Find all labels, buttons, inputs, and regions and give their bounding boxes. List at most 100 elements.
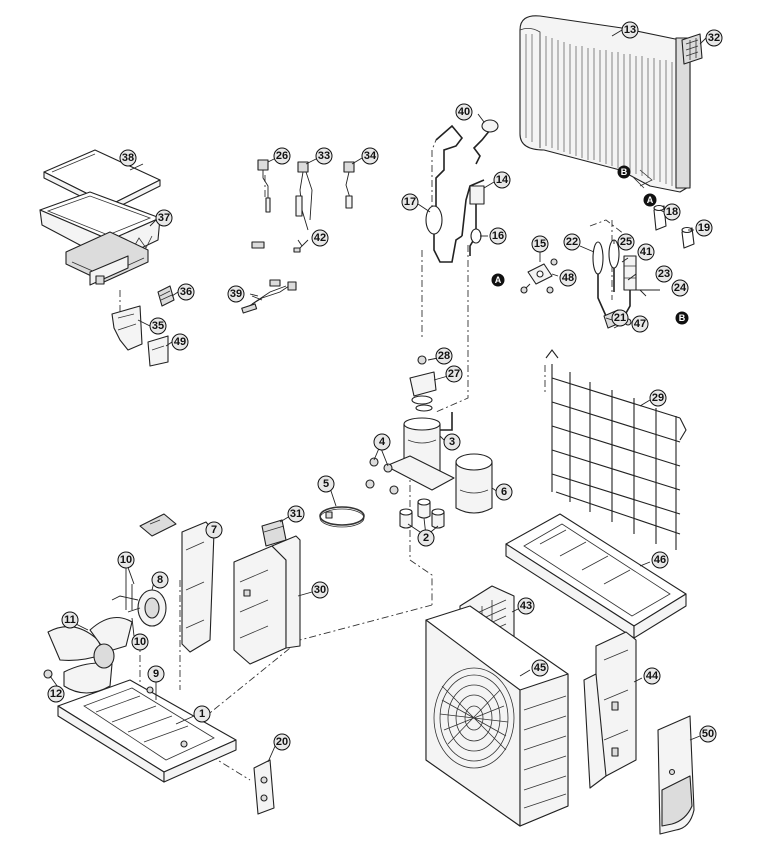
ref-marker-b-coil: B (617, 165, 631, 179)
callout-24: 24 (671, 279, 689, 297)
svg-text:30: 30 (314, 584, 326, 596)
bracket-parts (111, 285, 175, 367)
svg-text:16: 16 (492, 230, 504, 242)
callout-19: 19 (695, 219, 713, 237)
callout-8: 8 (151, 571, 169, 589)
callout-20: 20 (273, 733, 291, 751)
svg-text:17: 17 (404, 196, 416, 208)
callout-10a: 10 (117, 551, 135, 569)
callout-1: 1 (193, 705, 211, 723)
svg-text:B: B (679, 313, 686, 323)
svg-text:22: 22 (566, 236, 578, 248)
callout-50: 50 (699, 725, 717, 743)
callout-28: 28 (435, 347, 453, 365)
callout-38: 38 (119, 149, 137, 167)
callout-30: 30 (311, 581, 329, 599)
svg-text:10: 10 (134, 636, 146, 648)
band-5 (319, 506, 365, 528)
valve-15-48 (520, 258, 558, 294)
svg-text:15: 15 (534, 238, 546, 250)
svg-text:5: 5 (323, 478, 329, 490)
svg-text:46: 46 (654, 554, 666, 566)
callout-11: 11 (61, 611, 79, 629)
callout-34: 34 (361, 147, 379, 165)
sensor-parts (241, 159, 355, 314)
svg-text:B: B (621, 167, 628, 177)
callout-32: 32 (705, 29, 723, 47)
svg-text:31: 31 (290, 508, 302, 520)
svg-text:A: A (495, 275, 502, 285)
top-panel-46 (505, 513, 687, 639)
callout-3: 3 (443, 433, 461, 451)
bracket-20 (253, 759, 275, 815)
reference-markers: A A B B (491, 165, 689, 325)
sound-jacket-6 (455, 453, 493, 514)
callout-33: 33 (315, 147, 333, 165)
ref-marker-a-coil: A (643, 193, 657, 207)
partition-30 (233, 535, 301, 665)
svg-text:18: 18 (666, 206, 678, 218)
svg-text:27: 27 (448, 368, 460, 380)
base-pan-1 (57, 679, 237, 783)
svg-text:44: 44 (646, 670, 659, 682)
motor-support-7 (139, 513, 215, 653)
callout-31: 31 (287, 505, 305, 523)
callout-48: 48 (559, 269, 577, 287)
svg-text:34: 34 (364, 150, 377, 162)
svg-text:19: 19 (698, 222, 710, 234)
svg-text:6: 6 (501, 486, 507, 498)
callout-29: 29 (649, 389, 667, 407)
control-box-37 (39, 191, 161, 286)
callout-40: 40 (455, 103, 473, 121)
svg-text:8: 8 (157, 574, 163, 586)
callout-17: 17 (401, 193, 419, 211)
svg-text:29: 29 (652, 392, 664, 404)
callout-49: 49 (171, 333, 189, 351)
svg-text:39: 39 (230, 288, 242, 300)
coil-fins (525, 34, 685, 188)
svg-text:36: 36 (180, 286, 192, 298)
callout-18: 18 (663, 203, 681, 221)
callout-41: 41 (637, 243, 655, 261)
svg-text:42: 42 (314, 232, 326, 244)
svg-text:40: 40 (458, 106, 470, 118)
svg-text:32: 32 (708, 32, 720, 44)
callout-36: 36 (177, 283, 195, 301)
callout-9: 9 (147, 665, 165, 683)
callout-27: 27 (445, 365, 463, 383)
ref-marker-a-valve: A (491, 273, 505, 287)
svg-text:49: 49 (174, 336, 186, 348)
callout-45: 45 (531, 659, 549, 677)
handle-cover-50 (657, 715, 695, 835)
svg-text:13: 13 (624, 24, 636, 36)
accumulator-parts (409, 355, 437, 412)
svg-text:3: 3 (449, 436, 455, 448)
callout-14: 14 (493, 171, 511, 189)
callout-43: 43 (517, 597, 535, 615)
callout-46: 46 (651, 551, 669, 569)
callout-37: 37 (155, 209, 173, 227)
svg-text:20: 20 (276, 736, 288, 748)
callout-13: 13 (621, 21, 639, 39)
callout-4: 4 (373, 433, 391, 451)
callout-7: 7 (205, 521, 223, 539)
callout-5: 5 (317, 475, 335, 493)
svg-text:24: 24 (674, 282, 687, 294)
svg-text:12: 12 (50, 688, 62, 700)
fan-grille (439, 674, 509, 762)
feet-4-2 (365, 457, 445, 529)
side-panel-44 (583, 631, 637, 789)
svg-text:50: 50 (702, 728, 714, 740)
callout-39: 39 (227, 285, 245, 303)
callout-23: 23 (655, 265, 673, 283)
coil-bracket-32 (681, 33, 703, 65)
callout-15: 15 (531, 235, 549, 253)
front-panel-45 (425, 605, 569, 827)
condenser-coil-13 (519, 15, 691, 193)
svg-text:10: 10 (120, 554, 132, 566)
propeller-fan-11 (43, 616, 133, 694)
svg-text:4: 4 (379, 436, 386, 448)
ref-marker-b-valve: B (675, 311, 689, 325)
svg-text:2: 2 (423, 532, 429, 544)
